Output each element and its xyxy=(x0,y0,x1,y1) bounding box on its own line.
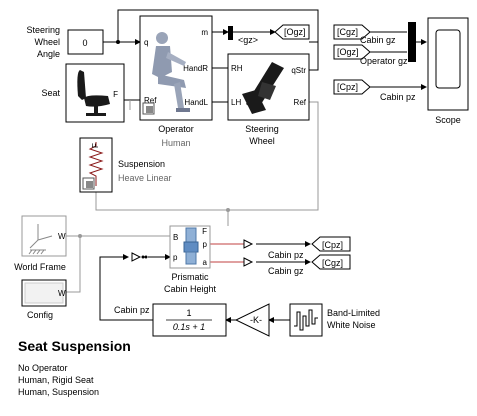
transfer-function-block[interactable]: 1 0.1s + 1 xyxy=(152,303,227,337)
cpz-goto-block[interactable]: [Cpz] xyxy=(311,236,351,252)
gain-value: -K- xyxy=(250,315,262,325)
model-note-2[interactable]: Human, Rigid Seat xyxy=(18,375,94,385)
gz-signal-label: <gz> xyxy=(238,35,258,45)
model-title: Seat Suspension xyxy=(18,338,131,354)
noise-signal-icon xyxy=(294,309,318,331)
ogz-from-text: [Ogz] xyxy=(337,47,359,57)
steering-wheel-icon xyxy=(242,62,284,114)
suspension-sublabel: Heave Linear xyxy=(118,173,172,183)
cgz-from-text: [Cgz] xyxy=(337,27,358,37)
world-frame-block[interactable]: W xyxy=(21,215,67,257)
prismatic-port-b: B xyxy=(173,233,178,242)
prismatic-port-p-in: p xyxy=(173,253,178,262)
suspension-port-f: F xyxy=(91,143,100,148)
cabin-pz-loop-label: Cabin pz xyxy=(114,305,150,315)
seat-icon xyxy=(77,70,110,116)
steering-port-lh: LH xyxy=(231,98,241,107)
operator-port-ref: Ref xyxy=(144,96,157,105)
human-figure-icon xyxy=(152,32,190,112)
steering-angle-constant-block[interactable]: 0 xyxy=(67,29,104,55)
steering-angle-label-line-1: Steering xyxy=(26,25,60,35)
ps-converter-out-2[interactable] xyxy=(243,257,254,267)
operator-gz-label: Operator gz xyxy=(360,56,408,66)
model-note-1[interactable]: No Operator xyxy=(18,363,68,373)
steering-angle-label-line-3: Angle xyxy=(37,49,60,59)
ogz-goto-text: [Ogz] xyxy=(284,27,306,37)
prismatic-port-a: a xyxy=(203,258,208,267)
seat-label: Seat xyxy=(41,88,60,98)
cabin-pz-scope-label: Cabin pz xyxy=(380,92,416,102)
operator-port-handl: HandL xyxy=(184,98,208,107)
world-frame-port-w: W xyxy=(58,232,66,241)
noise-label-line-2: White Noise xyxy=(327,320,376,330)
operator-block[interactable]: q Ref m HandR HandL xyxy=(139,15,213,121)
suspension-label: Suspension xyxy=(118,159,165,169)
signal-lines xyxy=(66,9,427,323)
cgz-goto-text: [Cgz] xyxy=(322,258,343,268)
operator-port-handr: HandR xyxy=(183,64,208,73)
prismatic-label-line-1: Prismatic xyxy=(171,272,209,282)
world-frame-label: World Frame xyxy=(14,262,66,272)
scope-label: Scope xyxy=(435,115,461,125)
steering-wheel-block[interactable]: RH LH qStr Ref xyxy=(227,53,310,121)
steering-port-qstr: qStr xyxy=(291,66,306,75)
config-port-w: W xyxy=(58,289,66,298)
model-description: Seat Suspension No Operator Human, Rigid… xyxy=(18,338,131,398)
ogz-goto-block[interactable]: [Ogz] xyxy=(274,24,310,40)
ps-converter-in[interactable] xyxy=(131,252,148,262)
cabin-gz-out-label: Cabin gz xyxy=(268,266,304,276)
steering-port-rh: RH xyxy=(231,64,243,73)
cpz-goto-text: [Cpz] xyxy=(322,240,343,250)
transfer-function-numerator: 1 xyxy=(186,308,191,318)
world-frame-icon xyxy=(28,224,53,255)
prismatic-joint-icon xyxy=(183,227,199,265)
cpz-from-text: [Cpz] xyxy=(337,82,358,92)
seat-port-f: F xyxy=(113,90,118,99)
transfer-function-denominator: 0.1s + 1 xyxy=(173,322,205,332)
scope-block[interactable] xyxy=(427,17,469,111)
steering-angle-label: Steering Wheel Angle xyxy=(26,25,60,59)
gain-block[interactable]: -K- xyxy=(234,303,270,337)
steering-wheel-label-line-2: Wheel xyxy=(249,136,275,146)
cgz-from-block[interactable]: [Cgz] xyxy=(333,24,371,40)
model-note-3[interactable]: Human, Suspension xyxy=(18,387,100,397)
operator-sublabel: Human xyxy=(161,138,190,148)
config-block[interactable]: W xyxy=(21,279,67,307)
white-noise-block[interactable] xyxy=(289,303,323,337)
bus-selector-block[interactable] xyxy=(228,26,233,40)
ogz-from-block[interactable]: [Ogz] xyxy=(333,44,371,60)
prismatic-joint-block[interactable]: B p F p a xyxy=(169,225,211,269)
spring-icon xyxy=(88,142,104,186)
prismatic-label-line-2: Cabin Height xyxy=(164,284,217,294)
scope-screen-icon xyxy=(435,29,461,89)
config-label: Config xyxy=(27,310,53,320)
mux-block[interactable] xyxy=(408,22,416,62)
cgz-goto-block[interactable]: [Cgz] xyxy=(311,254,351,270)
seat-block[interactable]: F xyxy=(65,63,125,123)
prismatic-port-f: F xyxy=(202,227,207,236)
steering-wheel-label-line-1: Steering xyxy=(245,124,279,134)
cabin-pz-out-label: Cabin pz xyxy=(268,250,304,260)
operator-port-m: m xyxy=(201,28,208,37)
suspension-block[interactable]: F xyxy=(79,137,113,193)
operator-port-q: q xyxy=(144,38,148,47)
operator-label: Operator xyxy=(158,124,194,134)
steering-angle-value: 0 xyxy=(82,38,87,48)
prismatic-port-p-out: p xyxy=(203,240,208,249)
steering-port-ref: Ref xyxy=(294,98,307,107)
ps-converter-out-1[interactable] xyxy=(243,239,254,249)
cpz-from-block[interactable]: [Cpz] xyxy=(333,79,371,95)
steering-angle-label-line-2: Wheel xyxy=(34,37,60,47)
noise-label-line-1: Band-Limited xyxy=(327,308,380,318)
cabin-gz-label: Cabin gz xyxy=(360,35,396,45)
